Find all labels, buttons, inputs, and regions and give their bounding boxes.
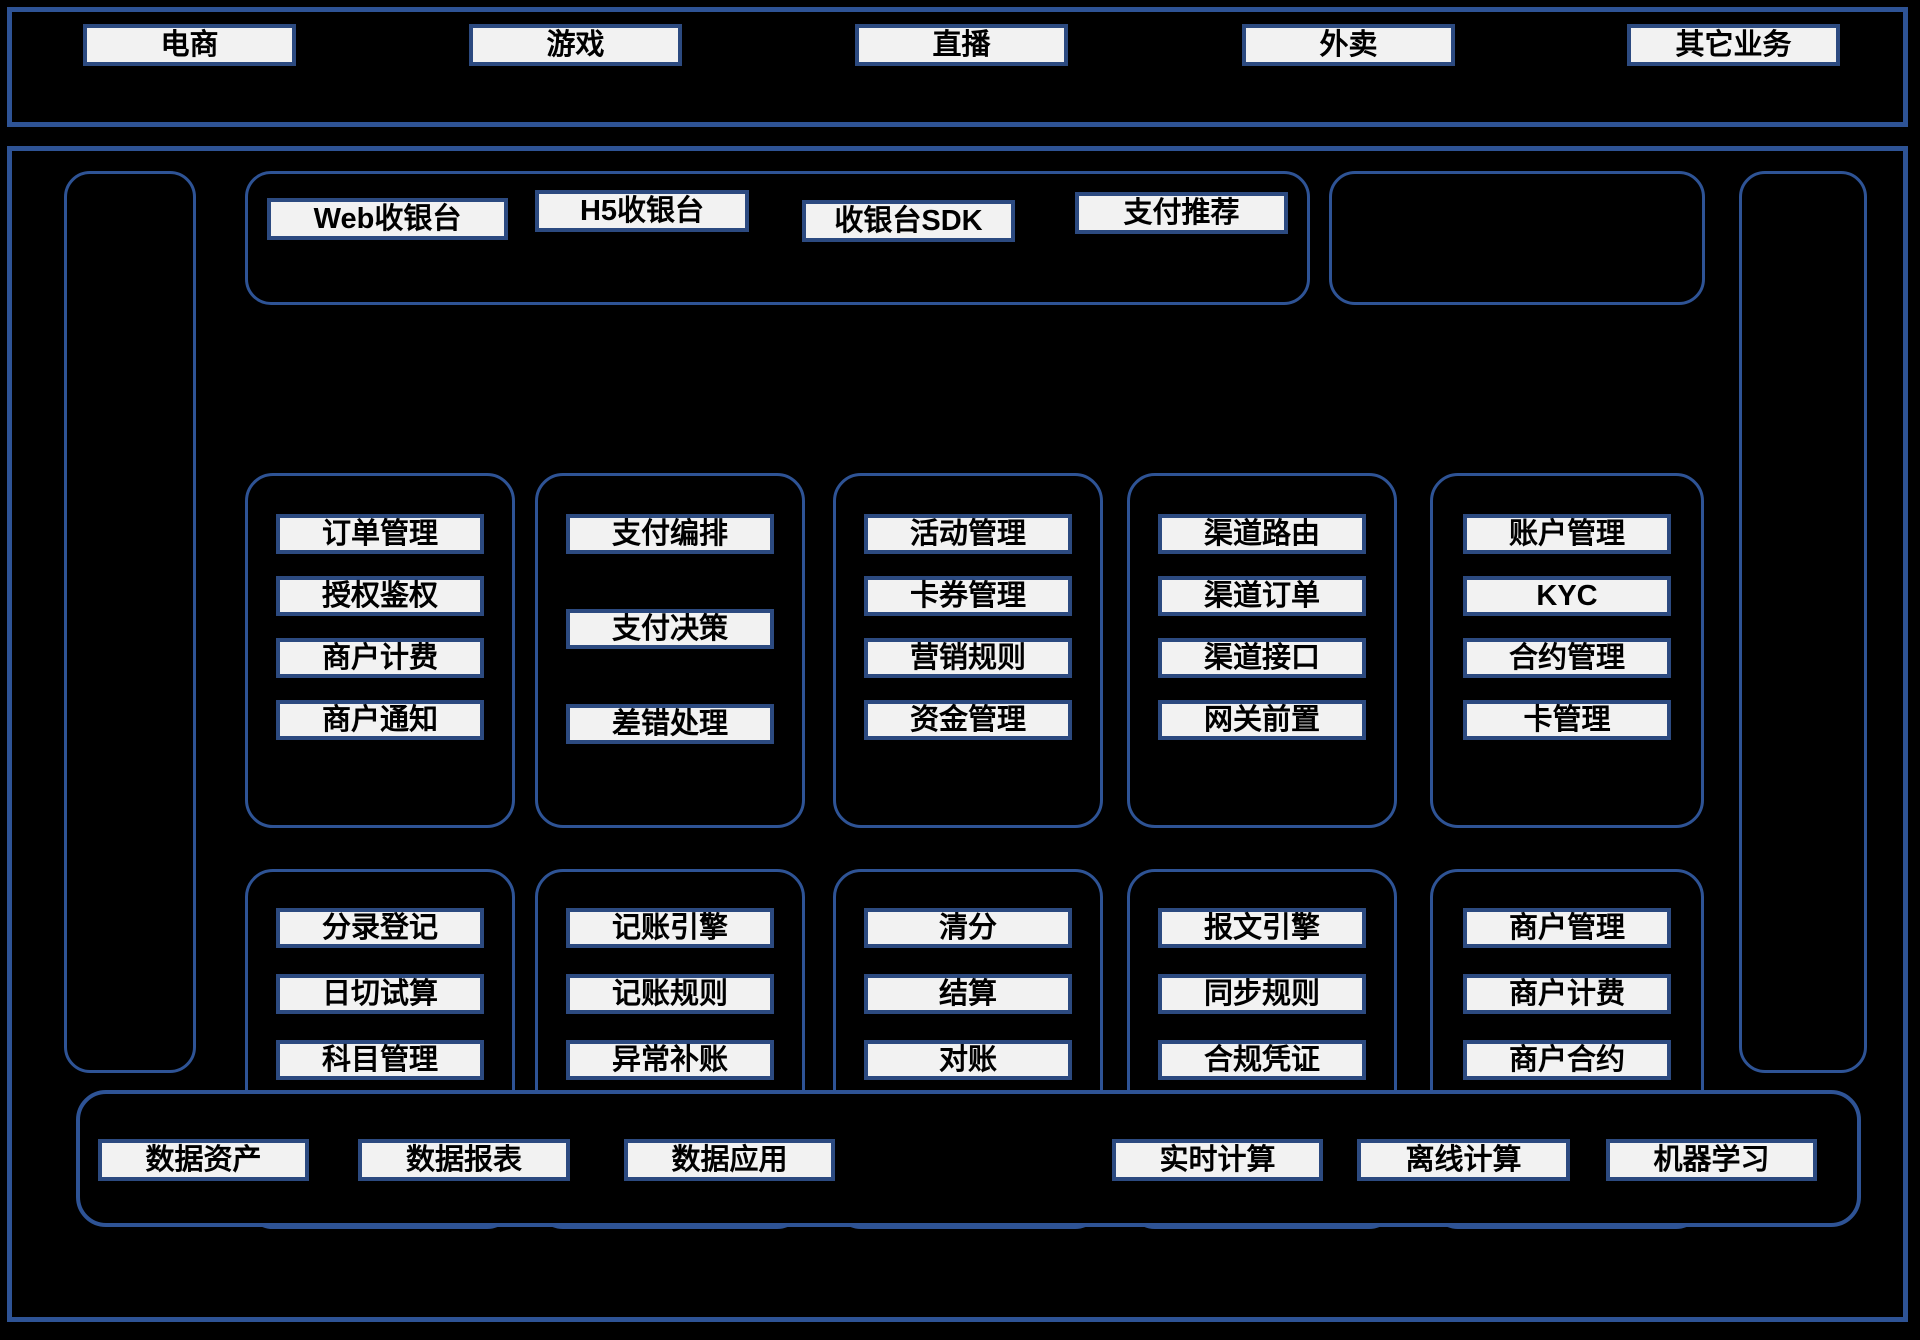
cashier-box: 支付推荐 <box>1075 192 1288 234</box>
business-box: 外卖 <box>1242 24 1455 66</box>
service-box: 卡券管理 <box>864 576 1072 616</box>
service-box: 合规凭证 <box>1158 1040 1366 1080</box>
data-box: 数据资产 <box>98 1139 309 1181</box>
service-column-order: 订单管理 授权鉴权 商户计费 商户通知 <box>245 473 515 828</box>
service-box: 账户管理 <box>1463 514 1671 554</box>
service-box: 渠道路由 <box>1158 514 1366 554</box>
service-column-marketing: 活动管理 卡券管理 营销规则 资金管理 <box>833 473 1103 828</box>
service-box: 授权鉴权 <box>276 576 484 616</box>
data-box: 数据报表 <box>358 1139 570 1181</box>
service-box: 商户计费 <box>1463 974 1671 1014</box>
service-box: 对账 <box>864 1040 1072 1080</box>
cashier-box: 收银台SDK <box>802 200 1015 242</box>
service-box: 资金管理 <box>864 700 1072 740</box>
service-box: 商户合约 <box>1463 1040 1671 1080</box>
service-box: 支付决策 <box>566 609 774 649</box>
service-box: 同步规则 <box>1158 974 1366 1014</box>
data-box: 实时计算 <box>1112 1139 1323 1181</box>
service-box: KYC <box>1463 576 1671 616</box>
service-box: 渠道订单 <box>1158 576 1366 616</box>
service-box: 差错处理 <box>566 704 774 744</box>
business-box: 电商 <box>83 24 296 66</box>
service-box: 商户通知 <box>276 700 484 740</box>
service-column-payment-core: 支付编排 支付决策 差错处理 <box>535 473 805 828</box>
service-box: 支付编排 <box>566 514 774 554</box>
data-box: 离线计算 <box>1357 1139 1570 1181</box>
service-box: 记账引擎 <box>566 908 774 948</box>
service-box: 日切试算 <box>276 974 484 1014</box>
business-box: 直播 <box>855 24 1068 66</box>
service-box: 网关前置 <box>1158 700 1366 740</box>
service-box: 渠道接口 <box>1158 638 1366 678</box>
business-box: 其它业务 <box>1627 24 1840 66</box>
service-box: 清分 <box>864 908 1072 948</box>
platform-container: Web收银台 H5收银台 收银台SDK 支付推荐 订单管理 授权鉴权 商户计费 … <box>7 146 1908 1322</box>
data-box: 数据应用 <box>624 1139 835 1181</box>
service-box: 营销规则 <box>864 638 1072 678</box>
service-column-account: 账户管理 KYC 合约管理 卡管理 <box>1430 473 1704 828</box>
cashier-box: H5收银台 <box>535 190 749 232</box>
service-box: 异常补账 <box>566 1040 774 1080</box>
service-column-channel: 渠道路由 渠道订单 渠道接口 网关前置 <box>1127 473 1397 828</box>
business-box: 游戏 <box>469 24 682 66</box>
service-box: 科目管理 <box>276 1040 484 1080</box>
right-side-panel <box>1739 171 1867 1073</box>
left-side-panel <box>64 171 196 1073</box>
service-column-ledger: 分录登记 日切试算 科目管理 会计报表 <box>245 869 515 1229</box>
cashier-section: Web收银台 H5收银台 收银台SDK 支付推荐 <box>245 171 1310 305</box>
service-box: 合约管理 <box>1463 638 1671 678</box>
empty-section <box>1329 171 1705 305</box>
data-box: 机器学习 <box>1606 1139 1817 1181</box>
service-box: 报文引擎 <box>1158 908 1366 948</box>
service-box: 卡管理 <box>1463 700 1671 740</box>
service-box: 记账规则 <box>566 974 774 1014</box>
business-layer: 电商 游戏 直播 外卖 其它业务 <box>7 7 1908 127</box>
cashier-box: Web收银台 <box>267 198 508 240</box>
data-platform-section: 数据资产 数据报表 数据应用 实时计算 离线计算 机器学习 <box>76 1090 1861 1227</box>
service-box: 结算 <box>864 974 1072 1014</box>
service-box: 商户管理 <box>1463 908 1671 948</box>
service-box: 分录登记 <box>276 908 484 948</box>
service-box: 商户计费 <box>276 638 484 678</box>
service-box: 订单管理 <box>276 514 484 554</box>
service-box: 活动管理 <box>864 514 1072 554</box>
